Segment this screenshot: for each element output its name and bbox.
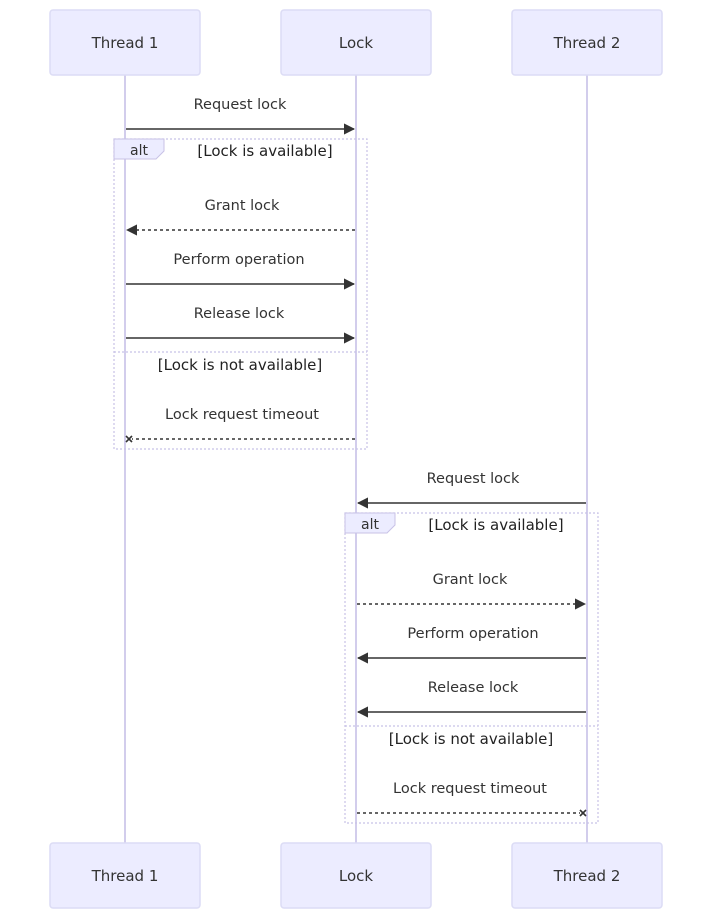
actor-thread1-top: Thread 1 (49, 9, 201, 76)
actor-lock-top: Lock (280, 9, 432, 76)
cross-icon (579, 809, 587, 817)
message-label-release-lock-1: Release lock (194, 306, 285, 322)
message-label-perform-operation-1: Perform operation (173, 252, 304, 268)
message-label-request-lock-1: Request lock (194, 97, 287, 113)
message-label-request-lock-2: Request lock (427, 471, 520, 487)
actor-thread1-bottom: Thread 1 (49, 842, 201, 909)
alt-condition-not-available: [Lock is not available] (158, 356, 322, 374)
message-label-release-lock-2: Release lock (428, 680, 519, 696)
actor-thread2-bottom: Thread 2 (511, 842, 663, 909)
cross-icon (125, 435, 133, 443)
alt-condition-not-available: [Lock is not available] (389, 730, 553, 748)
alt-operator-label: alt (361, 517, 379, 533)
actor-label: Lock (339, 34, 374, 52)
actor-label: Lock (339, 867, 374, 885)
actor-thread2-top: Thread 2 (511, 9, 663, 76)
actor-label: Thread 2 (553, 867, 621, 885)
message-label-timeout-2: Lock request timeout (393, 781, 547, 797)
alt-condition-available: [Lock is available] (428, 516, 563, 534)
message-label-timeout-1: Lock request timeout (165, 407, 319, 423)
actor-lock-bottom: Lock (280, 842, 432, 909)
alt-frame-2: alt [Lock is available] [Lock is not ava… (344, 512, 599, 824)
alt-operator-label: alt (130, 143, 148, 159)
message-label-perform-operation-2: Perform operation (407, 626, 538, 642)
message-label-grant-lock-1: Grant lock (205, 198, 280, 214)
actor-label: Thread 2 (553, 34, 621, 52)
actor-label: Thread 1 (91, 34, 159, 52)
message-label-grant-lock-2: Grant lock (433, 572, 508, 588)
alt-frame-1: alt [Lock is available] [Lock is not ava… (113, 138, 368, 450)
actor-label: Thread 1 (91, 867, 159, 885)
alt-condition-available: [Lock is available] (197, 142, 332, 160)
